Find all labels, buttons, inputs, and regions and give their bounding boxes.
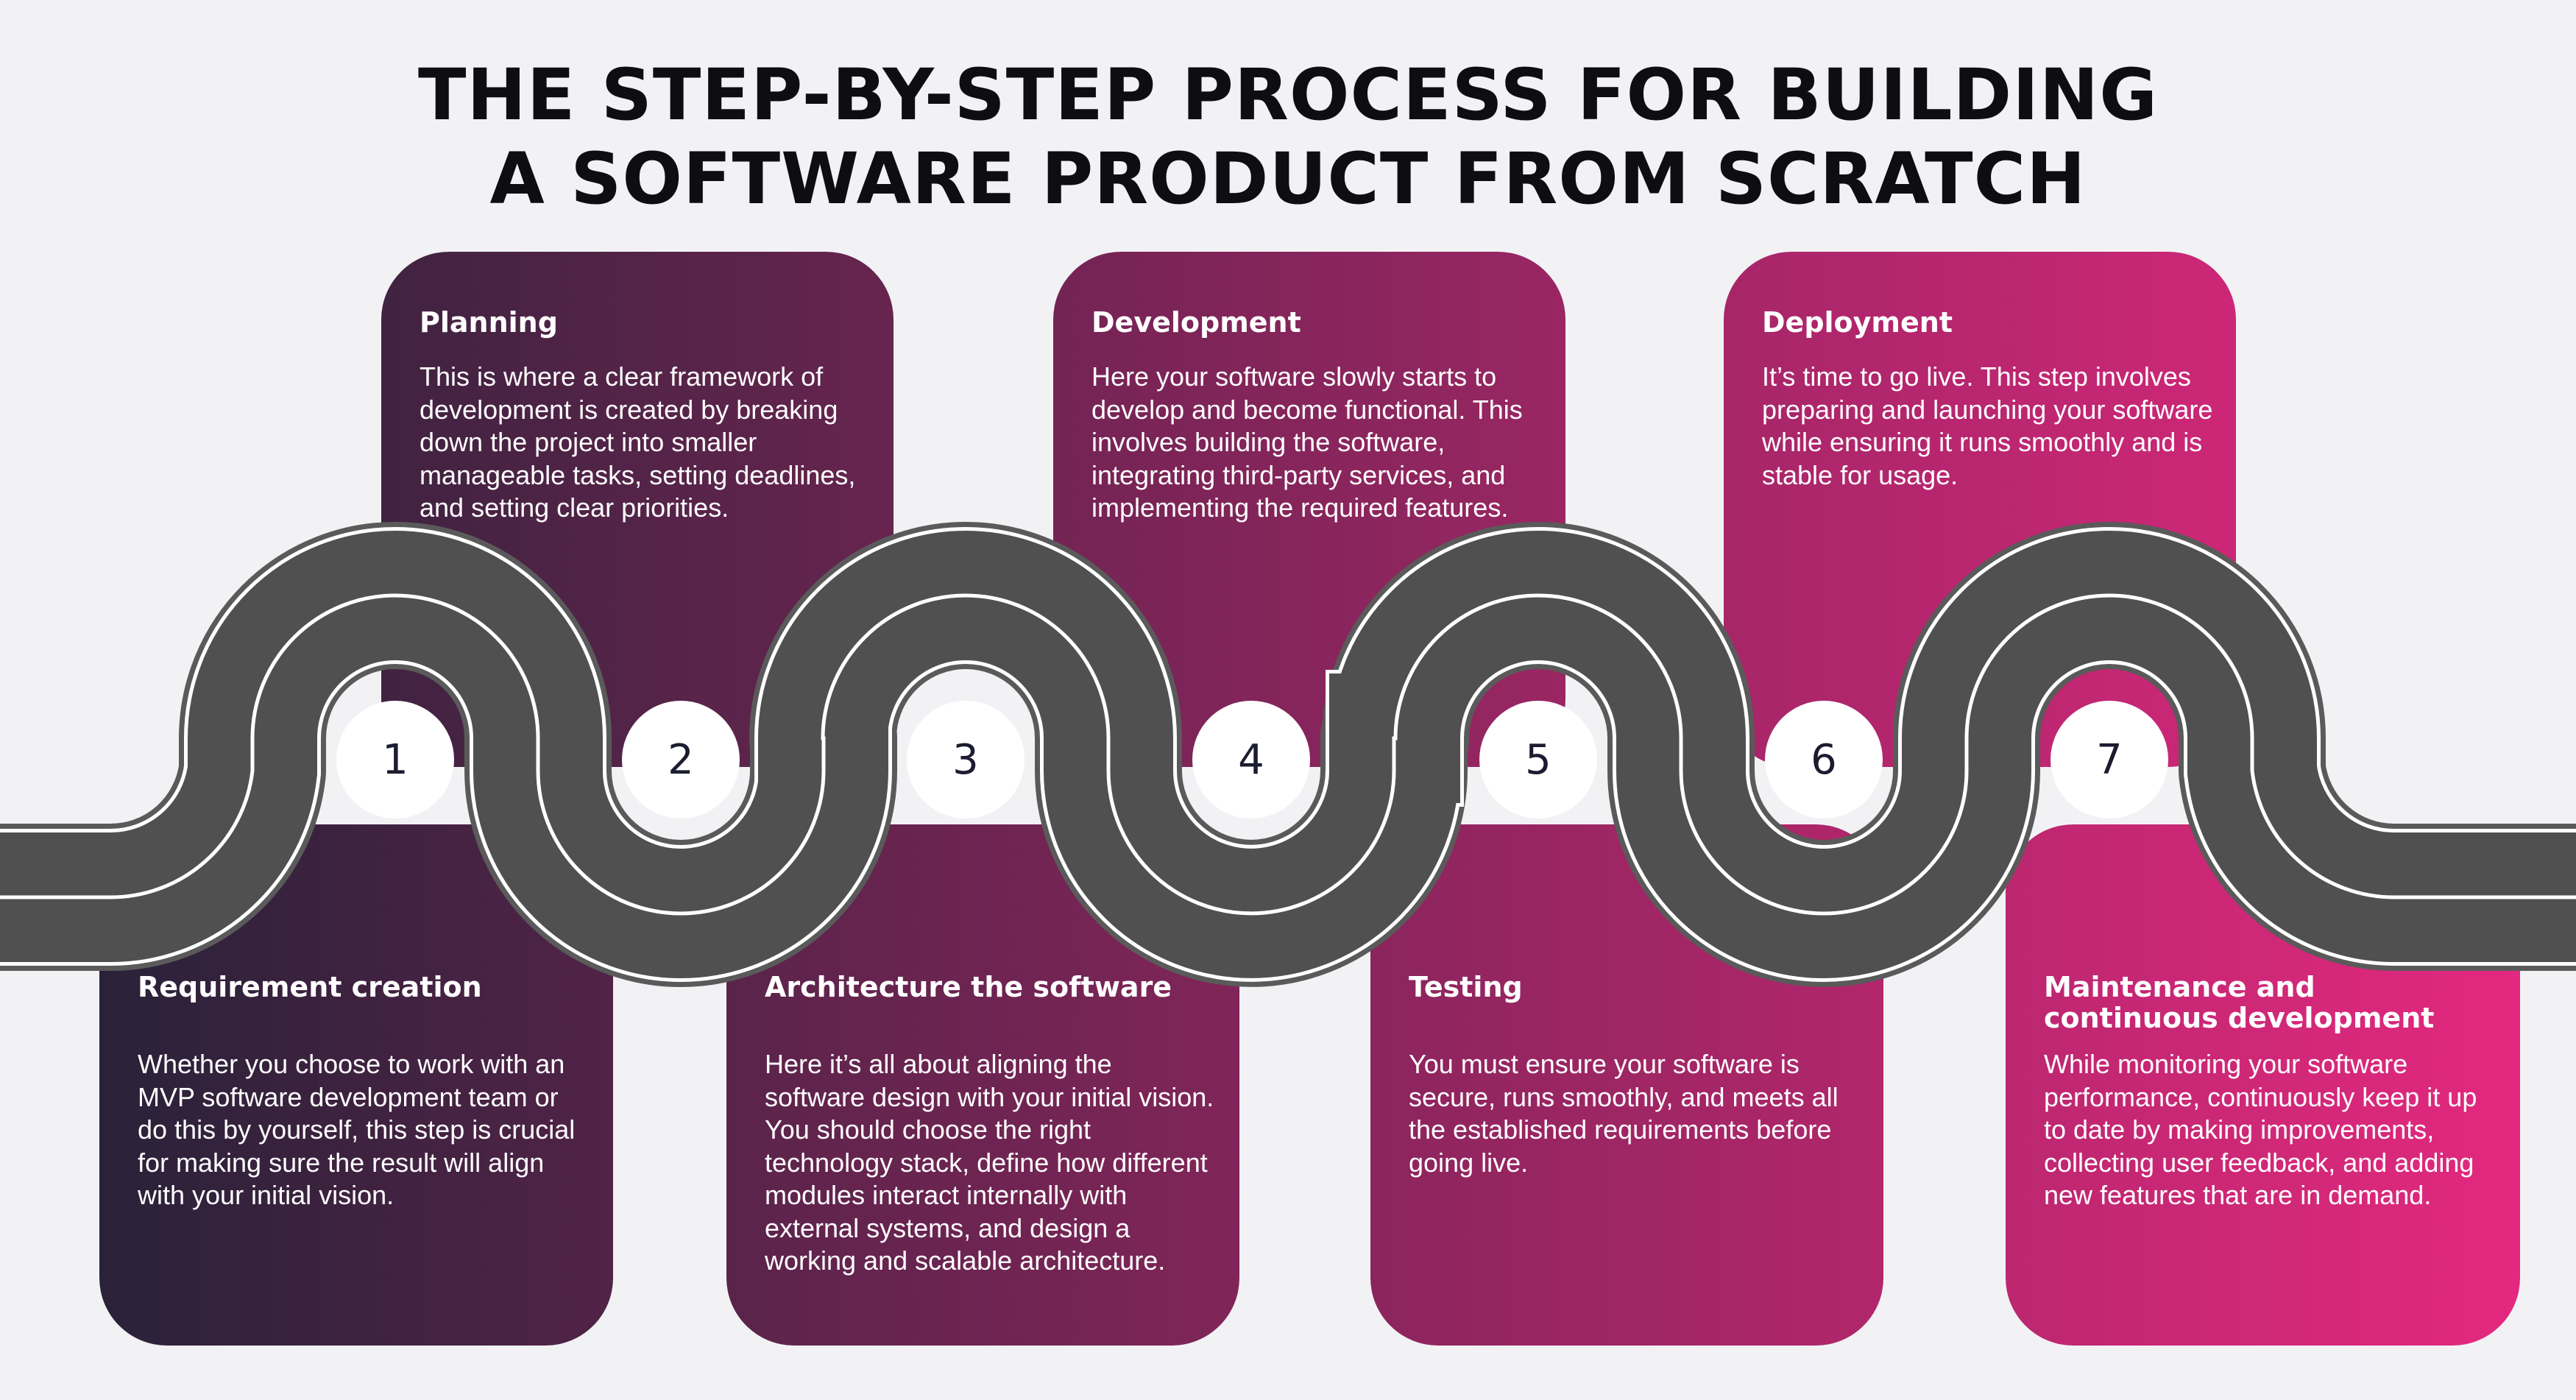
step-title: Maintenance and continuous development (2044, 971, 2435, 1034)
step-description: Here your software slowly starts to deve… (1091, 361, 1523, 523)
step-badge-6: 6 (1765, 701, 1883, 819)
step-description: While monitoring your software performan… (2044, 1049, 2477, 1210)
page-title: THE STEP-BY-STEP PROCESS FOR BUILDING A … (0, 53, 2576, 221)
step-badge-7: 7 (2050, 701, 2168, 819)
step-description: This is where a clear framework of devel… (420, 361, 856, 523)
step-badge-4: 4 (1192, 701, 1310, 819)
step-badge-5: 5 (1479, 701, 1597, 819)
step-title: Planning (420, 306, 558, 339)
step-title: Deployment (1762, 306, 1953, 339)
step-description: You must ensure your software is secure,… (1409, 1049, 1839, 1178)
step-description: It’s time to go live. This step involves… (1762, 361, 2213, 490)
step-title: Requirement creation (138, 971, 482, 1003)
step-card-development: Development Here your software slowly st… (1053, 252, 1565, 767)
step-title: Architecture the software (765, 971, 1172, 1003)
step-badge-2: 2 (622, 701, 740, 819)
step-badge-3: 3 (907, 701, 1025, 819)
title-line-2: A SOFTWARE PRODUCT FROM SCRATCH (489, 138, 2087, 220)
step-title: Testing (1409, 971, 1523, 1003)
title-line-1: THE STEP-BY-STEP PROCESS FOR BUILDING (417, 54, 2159, 136)
step-description: Whether you choose to work with an MVP s… (138, 1049, 576, 1210)
step-title: Development (1091, 306, 1301, 339)
step-badge-1: 1 (336, 701, 454, 819)
step-description: Here it’s all about aligning the softwar… (765, 1049, 1214, 1276)
step-card-maintenance: Maintenance and continuous development W… (2006, 824, 2520, 1346)
road-center-line (0, 593, 2576, 916)
